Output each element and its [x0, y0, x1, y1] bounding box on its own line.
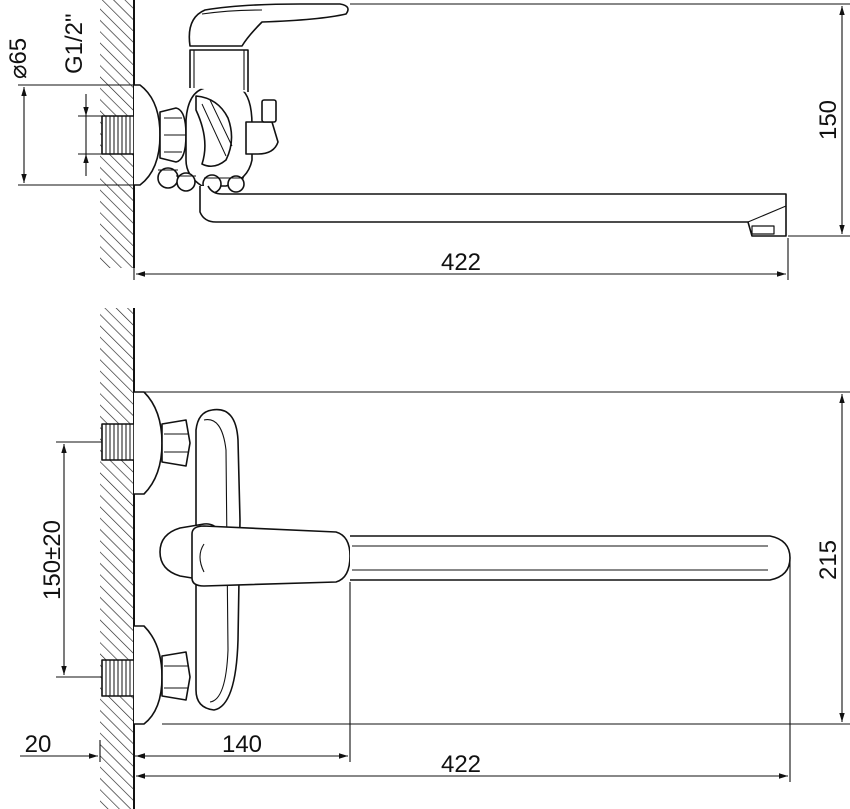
front-view	[20, 308, 850, 809]
front-escutcheon-bottom	[134, 625, 163, 725]
side-thread-label: G1/2"	[61, 13, 88, 74]
front-length-label: 422	[441, 751, 481, 778]
front-height-label: 215	[815, 540, 842, 580]
side-dim-thread	[78, 94, 102, 176]
side-diameter-label: ⌀65	[5, 38, 32, 79]
side-diverter	[245, 121, 279, 155]
side-lower-fittings	[157, 167, 245, 194]
front-thread-top	[101, 423, 135, 461]
front-thread-bottom	[101, 659, 135, 697]
side-view	[18, 0, 850, 280]
front-centers-label: 150±20	[39, 520, 66, 600]
side-length-label: 422	[441, 249, 481, 276]
front-wall-hatch	[100, 308, 134, 809]
front-dim-length	[133, 560, 791, 782]
front-handle-reach-label: 140	[222, 731, 262, 758]
side-escutcheon	[134, 84, 161, 186]
side-dim-diameter	[18, 84, 134, 186]
front-dim-centers	[56, 441, 102, 678]
front-wall-offset-label: 20	[25, 731, 52, 758]
side-dim-height	[350, 3, 850, 237]
front-dim-handle-reach	[136, 582, 351, 762]
side-height-label: 150	[815, 100, 842, 140]
side-lever-handle	[188, 3, 349, 47]
front-lever-handle	[191, 525, 351, 587]
front-dim-height	[134, 391, 850, 725]
side-spout	[199, 185, 787, 237]
side-thread-connector	[101, 115, 135, 155]
front-nut-top	[161, 419, 191, 467]
front-spout	[350, 535, 791, 581]
side-dim-length	[133, 238, 789, 280]
front-nut-bottom	[161, 651, 191, 701]
front-escutcheon-top	[134, 391, 163, 495]
